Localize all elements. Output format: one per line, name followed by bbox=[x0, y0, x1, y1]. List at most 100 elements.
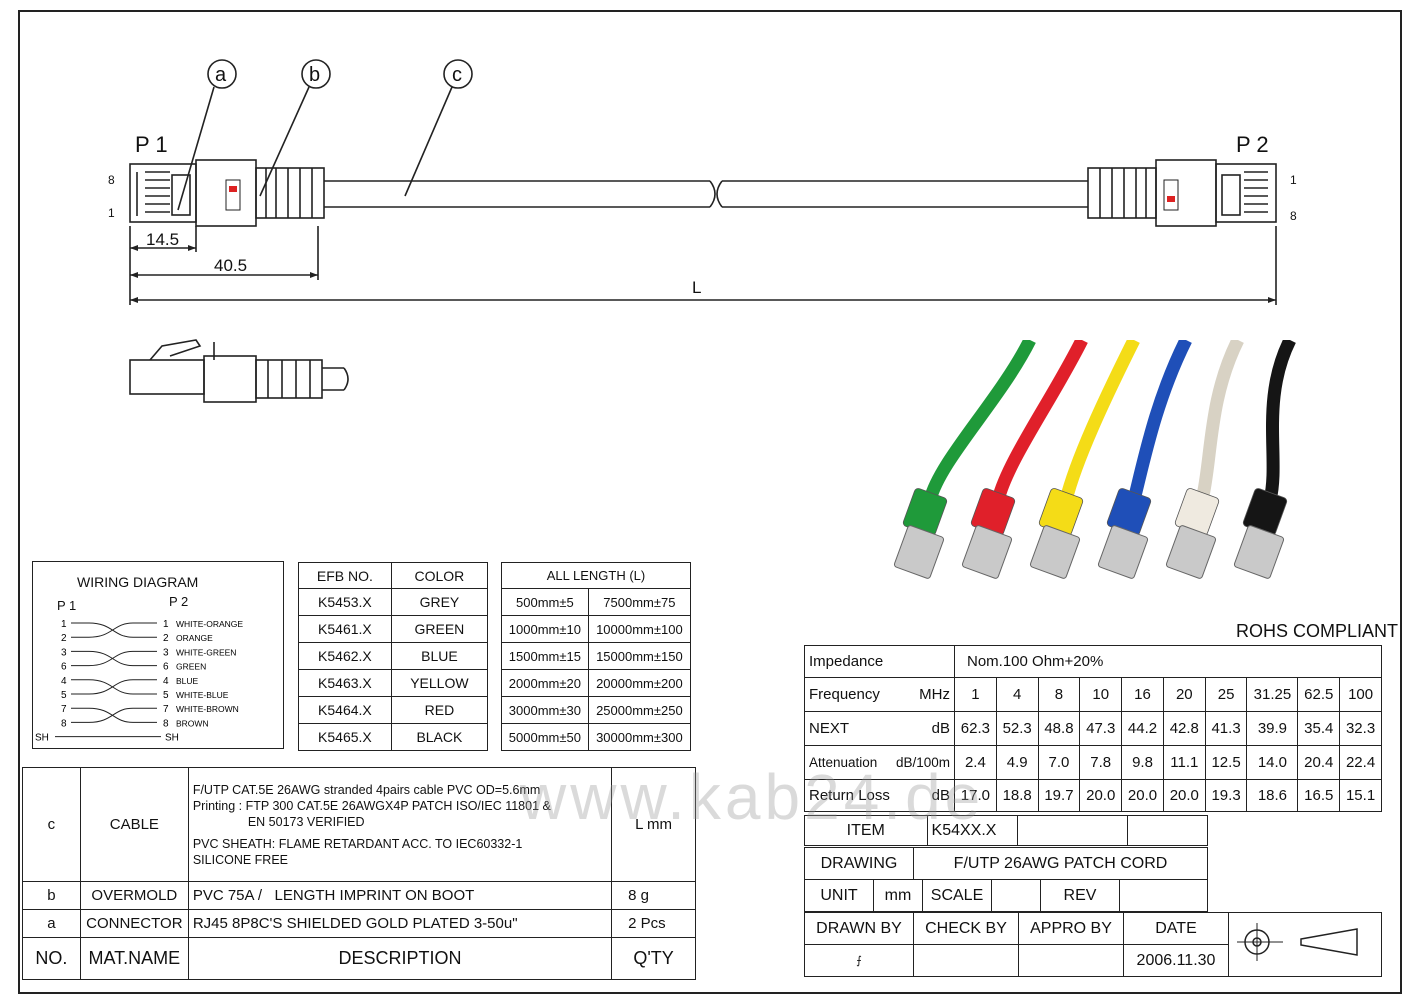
next-cell: 41.3 bbox=[1204, 711, 1248, 746]
wiring-pin-left: 6 bbox=[61, 662, 67, 673]
patch-cable-2 bbox=[1029, 340, 1140, 579]
rl-cell: 20.0 bbox=[1162, 779, 1206, 812]
wiring-color-label: WHITE-BROWN bbox=[176, 704, 239, 714]
patch-cable-1 bbox=[961, 340, 1088, 579]
next-cell: 35.4 bbox=[1297, 711, 1341, 746]
att-cell: 14.0 bbox=[1246, 745, 1299, 780]
att-cell: 7.8 bbox=[1079, 745, 1123, 780]
title-approval-row: DRAWN BY CHECK BY APPRO BY DATE ⨍2006.11… bbox=[804, 912, 1382, 977]
callout-a: a bbox=[215, 64, 227, 86]
frequencies-cell: 4 bbox=[995, 677, 1039, 712]
wiring-color-label: BROWN bbox=[176, 718, 209, 728]
wiring-pin-right: 2 bbox=[163, 633, 169, 644]
att-cell: 11.1 bbox=[1162, 745, 1206, 780]
frequencies-cell: 31.25 bbox=[1246, 677, 1299, 712]
wiring-pin-left: SH bbox=[35, 733, 49, 744]
projection-symbol bbox=[1228, 912, 1382, 977]
frequencies-cell: 100 bbox=[1339, 677, 1382, 712]
rohs-label: ROHS COMPLIANT bbox=[1236, 621, 1399, 641]
wiring-color-label: WHITE-ORANGE bbox=[176, 619, 243, 629]
bom-row-overmold: b OVERMOLD PVC 75A / LENGTH IMPRINT ON B… bbox=[22, 881, 696, 910]
next-cell: 44.2 bbox=[1121, 711, 1164, 746]
rl-cell: 19.3 bbox=[1204, 779, 1248, 812]
next-cell: 42.8 bbox=[1162, 711, 1206, 746]
wiring-pin-right: 4 bbox=[163, 676, 169, 687]
bom-row-cable: c CABLE F/UTP CAT.5E 26AWG stranded 4pai… bbox=[22, 767, 696, 882]
wiring-pin-left: 2 bbox=[61, 633, 67, 644]
rl-cell: 20.0 bbox=[1121, 779, 1164, 812]
callout-circle-b bbox=[301, 59, 331, 89]
rl-cell: 18.6 bbox=[1246, 779, 1299, 812]
rl-cell: 20.0 bbox=[1079, 779, 1123, 812]
bill-of-materials: c CABLE F/UTP CAT.5E 26AWG stranded 4pai… bbox=[22, 767, 696, 980]
wiring-color-label: WHITE-BLUE bbox=[176, 690, 229, 700]
rl-cell: 19.7 bbox=[1037, 779, 1081, 812]
callout-circle-c bbox=[443, 59, 473, 89]
att-cell: 9.8 bbox=[1121, 745, 1164, 780]
patch-cable-4 bbox=[1165, 340, 1244, 579]
frequencies-cell: 10 bbox=[1079, 677, 1123, 712]
p2-label: P 2 bbox=[1236, 132, 1269, 157]
att-cell: 20.4 bbox=[1297, 745, 1341, 780]
callout-circle-a bbox=[207, 59, 237, 89]
wiring-pin-left: 5 bbox=[61, 690, 67, 701]
next-cell: 62.3 bbox=[954, 711, 997, 746]
bom-header-row: NO. MAT.NAME DESCRIPTION Q'TY bbox=[22, 937, 696, 980]
next-cell: 52.3 bbox=[995, 711, 1039, 746]
wiring-pin-right: 8 bbox=[163, 718, 169, 729]
wiring-pin-left: 1 bbox=[61, 619, 67, 630]
p1-pin-top: 8 bbox=[108, 173, 115, 187]
wiring-color-label: WHITE-GREEN bbox=[176, 647, 236, 657]
impedance-row: Impedance Nom.100 Ohm+20% bbox=[804, 645, 1382, 678]
frequencies-cell: 62.5 bbox=[1297, 677, 1341, 712]
twisted-pair-wire bbox=[71, 650, 157, 667]
twisted-pair-wire bbox=[71, 622, 157, 638]
wiring-title: WIRING DIAGRAM bbox=[77, 574, 199, 590]
p1-pin-bottom: 1 bbox=[108, 206, 115, 220]
wiring-pin-right: 5 bbox=[163, 690, 169, 701]
p1-label: P 1 bbox=[135, 132, 168, 157]
wiring-p1: P 1 bbox=[57, 598, 77, 613]
twisted-pair-wire bbox=[71, 650, 157, 667]
wiring-pin-right: 1 bbox=[163, 619, 169, 630]
next-cell: 39.9 bbox=[1246, 711, 1299, 746]
wiring-pin-left: 4 bbox=[61, 676, 67, 687]
twisted-pair-wire bbox=[71, 679, 157, 695]
twisted-pair-wire bbox=[71, 707, 157, 723]
callout-b: b bbox=[309, 64, 320, 86]
wiring-color-label: ORANGE bbox=[176, 633, 213, 643]
p2-pin-bottom: 8 bbox=[1290, 209, 1297, 223]
wiring-pin-right: SH bbox=[165, 733, 179, 744]
wiring-pin-right: 7 bbox=[163, 704, 169, 715]
twisted-pair-wire bbox=[71, 707, 157, 723]
frequencies-cell: 16 bbox=[1121, 677, 1164, 712]
p2-plug bbox=[1215, 163, 1277, 223]
color-header: COLOR bbox=[390, 562, 489, 589]
wiring-color-label: BLUE bbox=[176, 676, 199, 686]
next-cell: 48.8 bbox=[1037, 711, 1081, 746]
patch-cable-5 bbox=[1233, 340, 1296, 579]
wiring-pin-right: 3 bbox=[163, 647, 169, 658]
rl-cell: 15.1 bbox=[1339, 779, 1382, 812]
att-cell: 22.4 bbox=[1339, 745, 1382, 780]
twisted-pair-wire bbox=[71, 679, 157, 695]
